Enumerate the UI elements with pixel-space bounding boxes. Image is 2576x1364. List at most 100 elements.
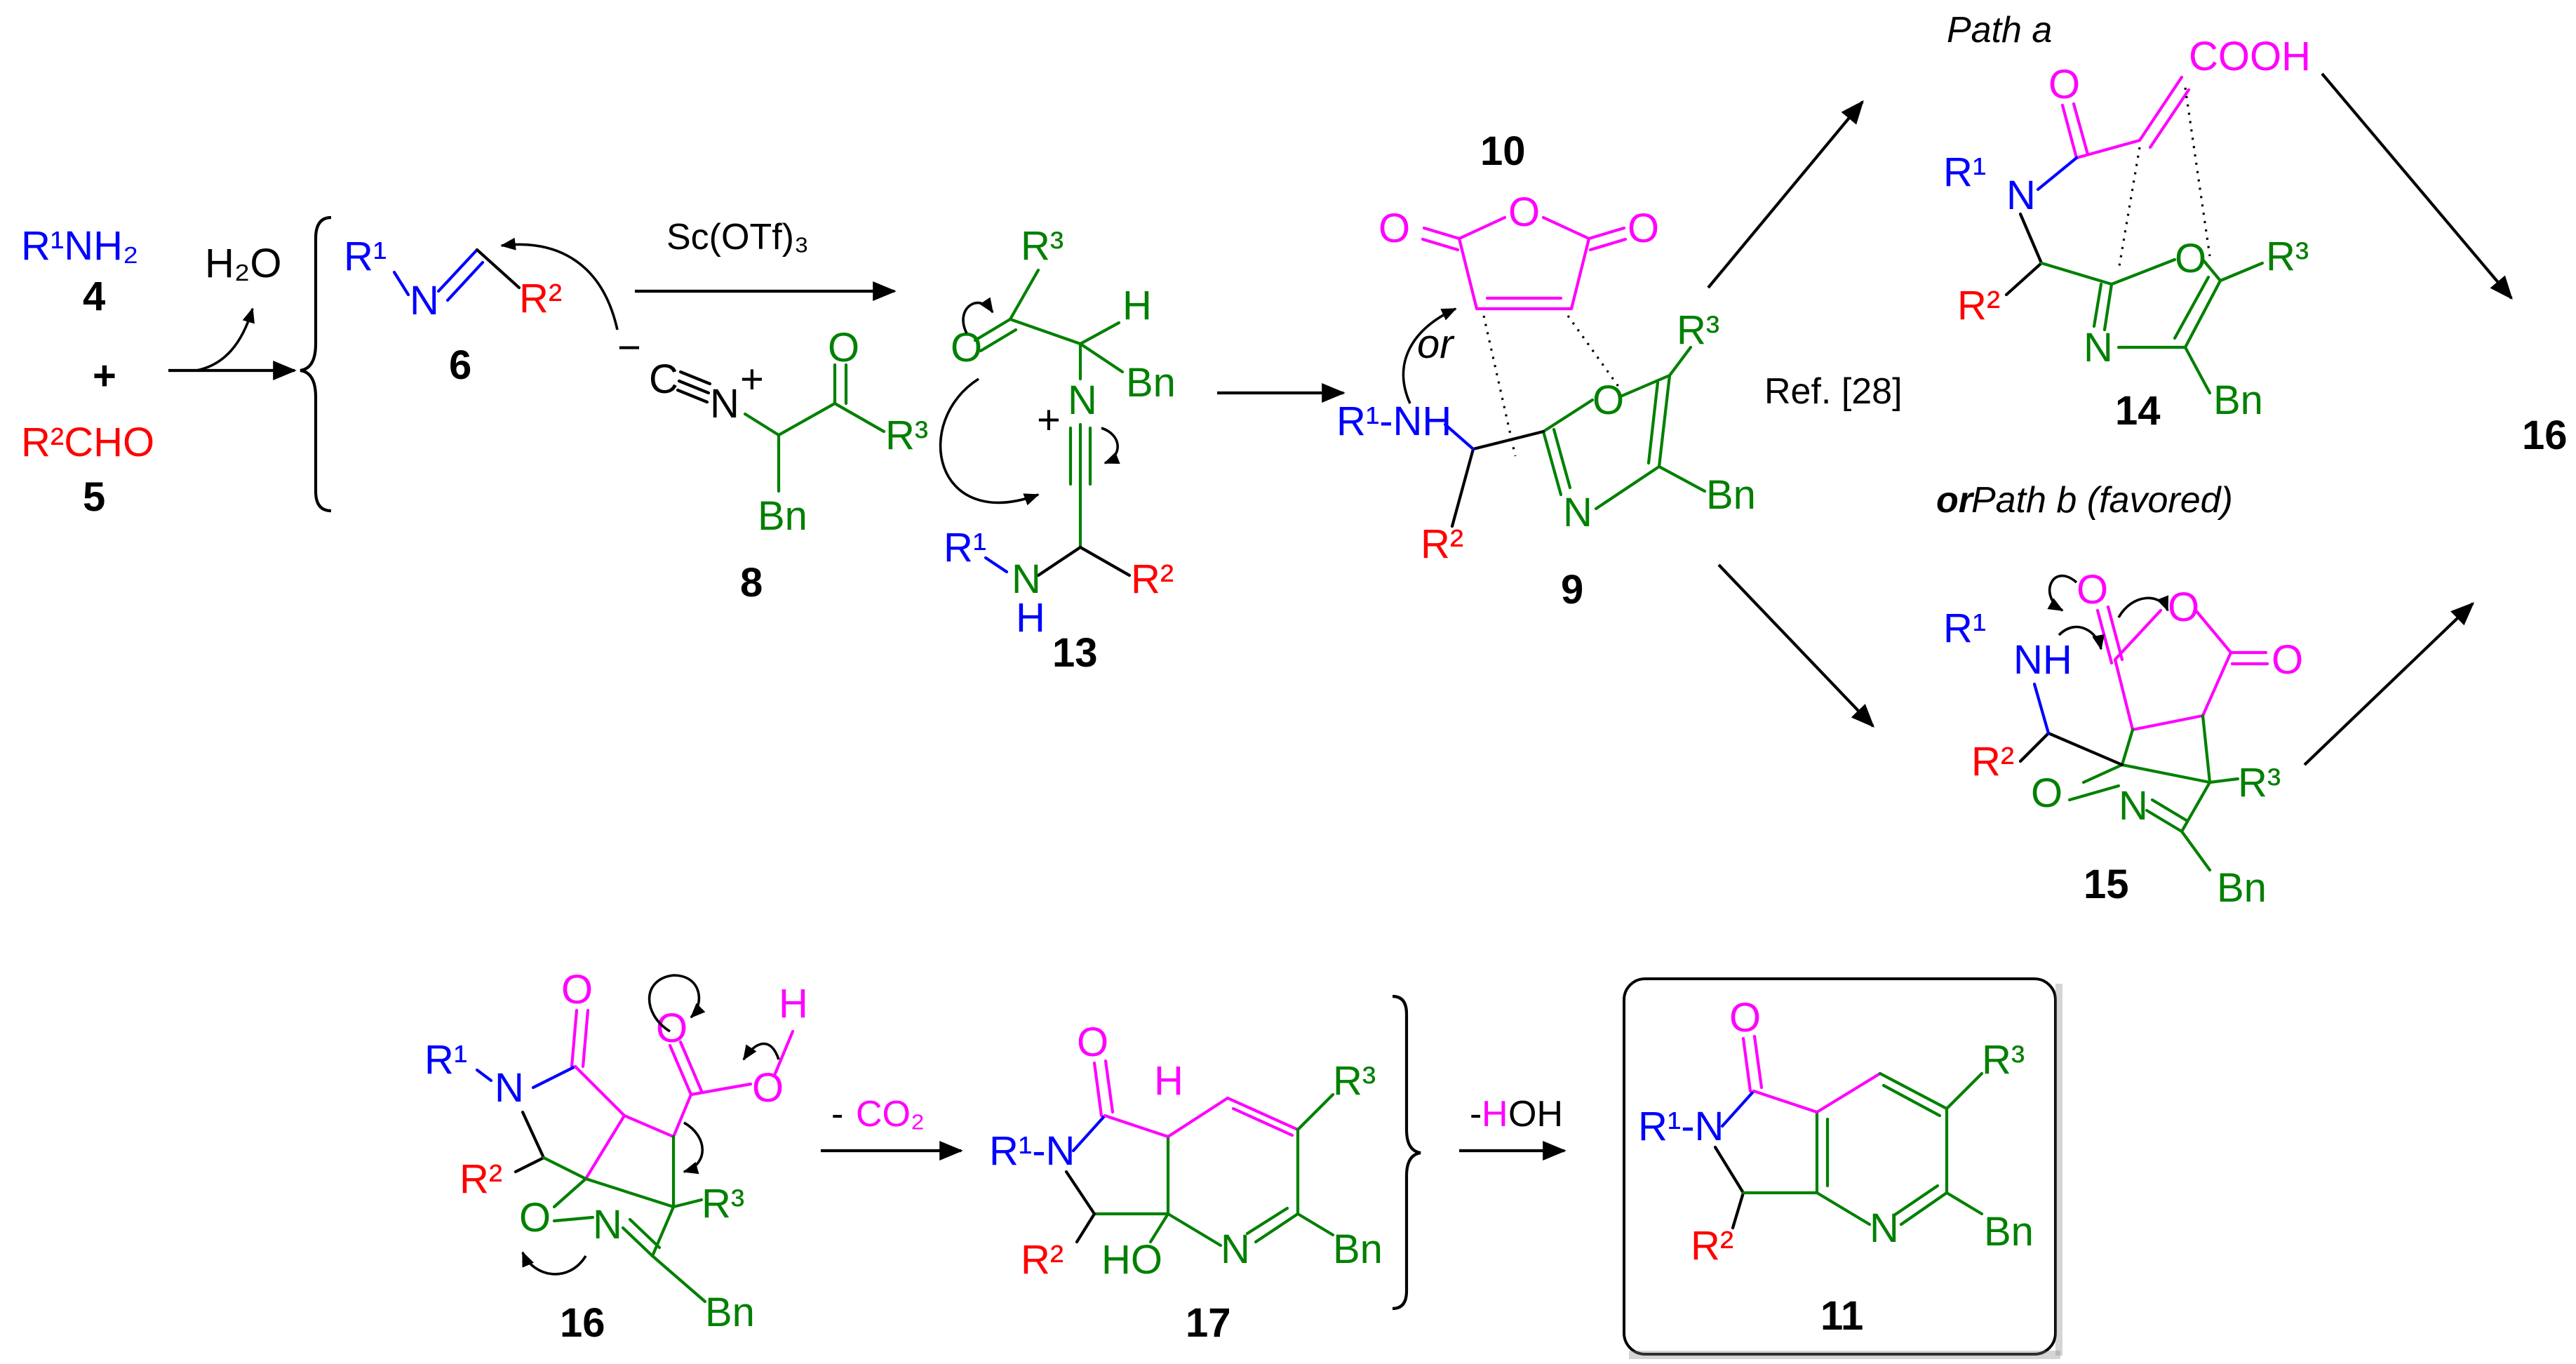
compound-6-number: 6 — [449, 342, 471, 388]
diels-alder-adduct-14: O COOH N R¹ R² O N R³ Bn 14 — [1943, 34, 2311, 434]
carboxyl-h-16: H — [779, 981, 808, 1027]
r2-11: R² — [1691, 1223, 1733, 1269]
left-brace — [300, 215, 332, 513]
reagent-aldehyde-5: R²CHO 5 — [21, 420, 154, 520]
oxazole-9: O N R³ Bn R² R¹-NH 9 — [1336, 307, 1756, 613]
imine-n-16: N — [593, 1202, 622, 1248]
r1-14: R¹ — [1943, 149, 1986, 195]
compound-16-number: 16 — [560, 1300, 605, 1346]
imine-n: N — [410, 278, 439, 323]
lactam-o-11: O — [1729, 995, 1761, 1041]
lactam-16: O N R¹ R² O O H O N R³ Bn 16 — [424, 967, 808, 1346]
dihydropyridine-17: O R¹-N H R³ N Bn R² HO 17 — [989, 1019, 1383, 1346]
isocyanide-attack-curly-arrow — [500, 237, 619, 330]
decarboxylation-minus: - — [831, 1094, 843, 1135]
bn-11: Bn — [1984, 1209, 2034, 1255]
r2-13: R² — [1131, 556, 1174, 602]
scandium-triflate-label: Sc(OTf)₃ — [666, 217, 809, 258]
oxazole-o-9: O — [1592, 377, 1624, 423]
nitrilium-plus: + — [1037, 397, 1061, 443]
r3-15: R³ — [2238, 760, 2281, 805]
ring-junction-h-17: H — [1154, 1058, 1183, 1104]
imine-r1: R¹ — [344, 234, 387, 279]
r3-13: R³ — [1021, 223, 1064, 269]
reagent-amine-4: R¹NH₂ 4 — [21, 223, 139, 319]
r1-13: R¹ — [944, 525, 986, 570]
r2cho-label: R²CHO — [21, 420, 154, 465]
lactone-opening-curly-arrow — [2117, 595, 2169, 618]
plus-sign: + — [93, 353, 116, 399]
carboxyl-o-double-16: O — [656, 1005, 687, 1051]
maleic-anhydride-10: 10 O O O — [1378, 128, 1659, 311]
r1-16: R¹ — [424, 1037, 467, 1083]
anhydride-co-o-right: O — [1628, 206, 1659, 251]
bn-14: Bn — [2213, 377, 2263, 423]
dehydration-label-dash: - — [1470, 1094, 1482, 1135]
co2-label: CO₂ — [856, 1094, 925, 1135]
compound-17-number: 17 — [1186, 1300, 1231, 1346]
nh-15: NH — [2013, 637, 2072, 683]
compound-16-right-number: 16 — [2522, 413, 2568, 458]
nitrilium-n: N — [1068, 377, 1097, 423]
isocyanide-c: C — [649, 356, 678, 402]
oxazole-o-14: O — [2175, 236, 2206, 281]
r2-15: R² — [1971, 739, 2014, 784]
nitrilium-curly-arrow — [1101, 427, 1120, 464]
ring-opening-curly-arrow — [521, 1251, 587, 1276]
compound-13-number: 13 — [1052, 630, 1098, 676]
compound-8-number: 8 — [740, 560, 763, 606]
carbonyl-return-curly-arrow — [2047, 574, 2078, 612]
isocyanide-n: N — [710, 381, 739, 427]
dehydration-oh: OH — [1508, 1094, 1563, 1135]
ho-17: HO — [1101, 1237, 1162, 1283]
compound-5-number: 5 — [83, 474, 105, 520]
water-label: H₂O — [205, 241, 282, 286]
bridge-o-15: O — [2031, 770, 2062, 816]
lactam-o-17: O — [1077, 1019, 1108, 1065]
r2-17: R² — [1021, 1237, 1064, 1283]
r1nh2-label: R¹NH₂ — [21, 223, 139, 269]
pyrrolopyridinone-11: O R¹-N R² R³ N Bn 11 — [1638, 995, 2034, 1339]
path-b-label: Path b (favored) — [1971, 480, 2233, 521]
h-13: H — [1122, 283, 1152, 328]
isocyanide-8: − C N + O R³ Bn 8 — [617, 325, 928, 606]
cycloadduct-15: O O O O N R³ Bn R² NH R¹ 15 — [1943, 567, 2303, 911]
compound-4-number: 4 — [83, 274, 105, 319]
ring-n-17: N — [1221, 1226, 1250, 1272]
r3-8: R³ — [885, 413, 928, 458]
r1-15: R¹ — [1943, 606, 1986, 651]
oh-curly-arrow — [742, 1042, 780, 1061]
bn-15: Bn — [2217, 865, 2267, 911]
r3-9: R³ — [1677, 307, 1719, 353]
lactam-o-16: O — [561, 967, 593, 1012]
amine-to-carbonyl-curly-arrow — [2058, 625, 2105, 650]
ketone-o-8: O — [828, 325, 859, 370]
carboxyl-curly-arrow — [648, 974, 706, 1033]
r2-14: R² — [1957, 283, 2000, 328]
cyclization-curly-arrow — [939, 377, 1040, 506]
lactone-co-o-left-15: O — [2077, 567, 2108, 613]
r3-16: R³ — [702, 1181, 744, 1226]
cycloaddition-hash-left — [1482, 315, 1517, 457]
bn-9: Bn — [1706, 472, 1756, 518]
path-b-to-16-arrow — [2303, 602, 2475, 766]
carboxyl-o-h-16: O — [752, 1065, 784, 1111]
compound-11-number: 11 — [1820, 1293, 1863, 1339]
reference-label: Ref. [28] — [1764, 371, 1903, 412]
decarboxylation-curly-arrow — [683, 1121, 704, 1175]
amide-o-14: O — [2048, 62, 2080, 107]
oxazole-n-9: N — [1563, 490, 1592, 535]
path-a-label: Path a — [1947, 10, 2052, 51]
bn-17: Bn — [1333, 1226, 1383, 1272]
path-b-arrow — [1717, 563, 1874, 728]
nh-h-13: H — [1016, 595, 1045, 641]
r1nh-9: R¹-NH — [1336, 399, 1451, 444]
r3-14: R³ — [2266, 234, 2309, 279]
r1n-17: R¹-N — [989, 1128, 1075, 1174]
compound-9-number: 9 — [1561, 567, 1583, 613]
nitrilium-intermediate-13: R³ O H Bn N + R² N H R¹ 13 — [944, 223, 1176, 676]
amide-n-14: N — [2006, 173, 2036, 218]
oxazole-n-14: N — [2084, 325, 2113, 370]
lactone-co-o-right-15: O — [2272, 637, 2303, 683]
